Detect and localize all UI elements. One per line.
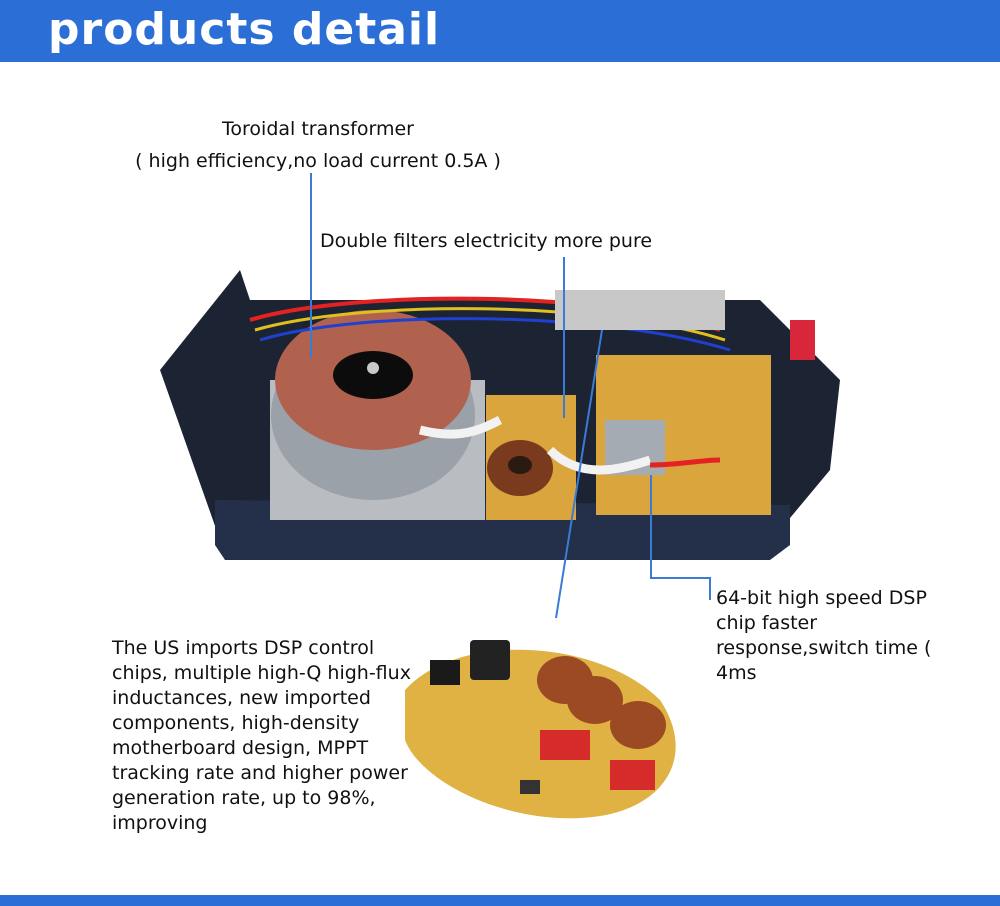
leader-line-imports bbox=[555, 329, 603, 619]
callout-transformer-title: Toroidal transformer bbox=[222, 118, 414, 140]
inverter-photo bbox=[160, 270, 840, 560]
header-bar: products detail bbox=[0, 0, 1000, 62]
callout-imports: The US imports DSP control chips, multip… bbox=[112, 637, 411, 834]
leader-line-dsp bbox=[650, 475, 711, 600]
page-title: products detail bbox=[48, 4, 441, 55]
callout-dsp-chip: 64-bit high speed DSP chip faster respon… bbox=[716, 587, 932, 684]
callout-filters: Double filters electricity more pure bbox=[320, 230, 653, 252]
footer-bar bbox=[0, 895, 1000, 906]
callout-transformer: Toroidal transformer ( high efficiency,n… bbox=[108, 113, 528, 177]
pcb-closeup-photo bbox=[405, 640, 676, 819]
callout-transformer-detail: ( high efficiency,no load current 0.5A ) bbox=[135, 150, 501, 172]
leader-lines bbox=[310, 173, 711, 619]
